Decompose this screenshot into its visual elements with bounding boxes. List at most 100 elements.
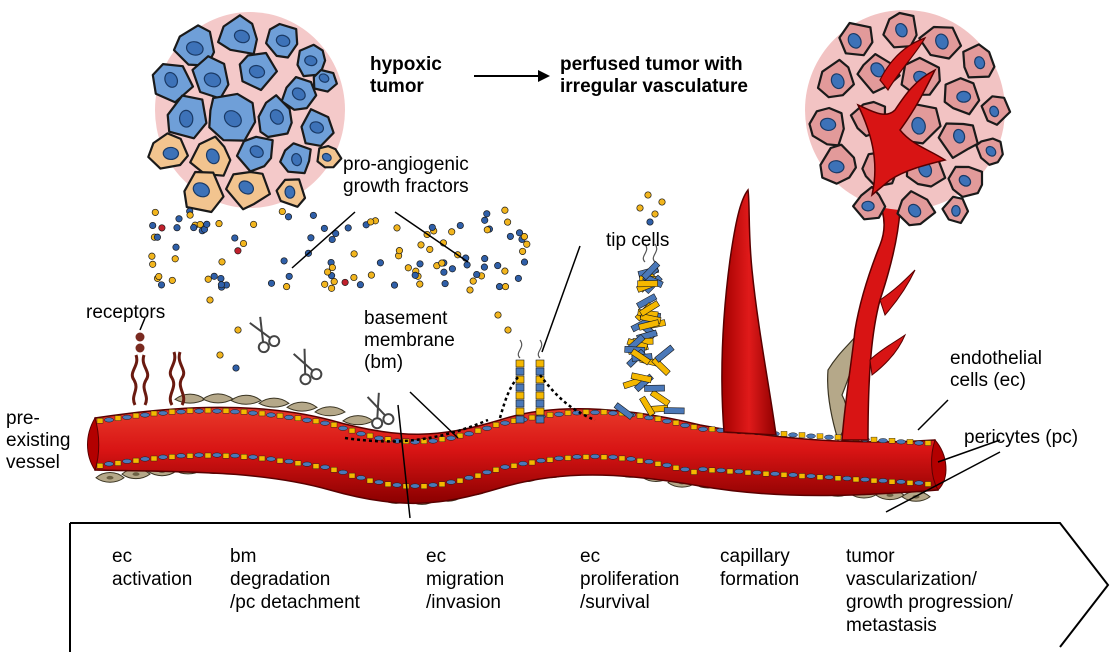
growth-factor-dot xyxy=(235,248,241,254)
stalk-cell xyxy=(536,408,544,415)
growth-factor-dot xyxy=(659,199,665,205)
stalk-cell xyxy=(516,384,524,391)
growth-factor-dot xyxy=(507,233,513,239)
growth-factor-dot xyxy=(240,240,246,246)
stalk-cell xyxy=(516,400,524,407)
endothelial-cell xyxy=(259,456,265,461)
growth-factor-dot xyxy=(449,229,455,235)
endothelial-cell xyxy=(339,470,348,474)
growth-factor-dot xyxy=(308,235,314,241)
growth-factor-dot xyxy=(368,219,374,225)
endothelial-cell xyxy=(213,409,222,413)
endothelial-cell xyxy=(565,410,571,415)
growth-factor-dot xyxy=(441,269,447,275)
tip-cells-label: tip cells xyxy=(606,230,669,252)
stalk-cell xyxy=(536,400,544,407)
growth-factor-dot xyxy=(345,225,351,231)
growth-factor-dot xyxy=(285,214,291,220)
endothelial-cell xyxy=(601,455,607,460)
endothelial-cell xyxy=(735,469,744,473)
pericyte-cell xyxy=(231,395,261,404)
endothelial-cell xyxy=(447,436,456,440)
growth-factor-dot xyxy=(197,221,203,227)
growth-factor-dot xyxy=(505,327,511,333)
endothelial-cell xyxy=(475,473,481,478)
endothelial-cell xyxy=(123,459,132,463)
growth-factor-dot xyxy=(482,255,488,261)
growth-factor-dot xyxy=(342,279,348,285)
endothelial-cell xyxy=(303,462,312,466)
perfused-tumor-title: perfused tumor with irregular vasculatur… xyxy=(560,54,748,98)
endothelial-cell xyxy=(133,458,139,463)
endothelial-cell xyxy=(799,474,805,479)
endothelial-cell xyxy=(259,411,265,416)
endothelial-cell xyxy=(627,457,636,461)
endothelial-cell xyxy=(223,408,229,413)
title-left-line-2: tumor xyxy=(370,76,442,98)
sprouting-tip-cells xyxy=(516,244,684,423)
stage-6-line-3: growth progression/ xyxy=(846,591,1013,614)
growth-factor-dot xyxy=(396,247,402,253)
endothelial-cell xyxy=(277,458,283,463)
endothelial-cell xyxy=(267,413,276,417)
endothelial-cell xyxy=(349,428,355,433)
stage-2-line-1: bm xyxy=(230,545,360,568)
growth-factor-dot xyxy=(218,275,224,281)
growth-factor-dot xyxy=(235,327,241,333)
endothelial-cell xyxy=(699,467,708,471)
endothelial-cell xyxy=(313,464,319,469)
growth-factor-dot xyxy=(322,281,328,287)
tip-filopodia xyxy=(538,340,541,358)
growth-factor-dot xyxy=(351,251,357,257)
growth-factor-dot xyxy=(310,212,316,218)
growth-factor-dot xyxy=(652,211,658,217)
growth-factor-dot xyxy=(217,352,223,358)
endothelial-cell xyxy=(799,433,805,438)
growth-factor-dot xyxy=(427,246,433,252)
endothelial-cell xyxy=(439,437,445,442)
endothelial-cell xyxy=(825,435,834,439)
growth-factor-dot xyxy=(502,283,508,289)
growth-factor-dot xyxy=(187,212,193,218)
growth-factor-dot xyxy=(283,283,289,289)
endothelial-cell xyxy=(529,460,535,465)
growth-factor-dot xyxy=(449,266,455,272)
stalk-cell xyxy=(516,392,524,399)
endothelial-cell xyxy=(177,454,186,458)
endothelial-cell xyxy=(357,432,366,436)
growth-factor-dot xyxy=(233,365,239,371)
endothelial-cell xyxy=(645,459,654,463)
growth-factor-dot xyxy=(218,282,224,288)
pericyte-cell xyxy=(259,398,289,407)
growth-factor-dot xyxy=(268,280,274,286)
growth-factor-dot xyxy=(519,248,525,254)
title-right-line-2: irregular vasculature xyxy=(560,76,748,98)
growth-factor-dot xyxy=(467,287,473,293)
stage-4-line-2: proliferation xyxy=(580,568,679,591)
endothelial-cell xyxy=(709,468,715,473)
growth-factor-dot xyxy=(211,273,217,279)
stage-bm-degradation: bm degradation /pc detachment xyxy=(230,545,360,614)
endothelial-cell xyxy=(691,470,697,475)
endothelial-cell xyxy=(609,455,618,459)
stage-5-line-2: formation xyxy=(720,568,799,591)
growth-factor-dot xyxy=(207,297,213,303)
stalk-cell xyxy=(536,392,544,399)
capillary-sprout xyxy=(722,190,776,435)
vessel-left-end xyxy=(88,418,99,470)
endothelial-cell xyxy=(493,422,499,427)
endothelial-cell xyxy=(195,409,204,413)
growth-factors-label: pro-angiogenic growth fractors xyxy=(343,154,469,198)
endothelial-cell xyxy=(223,453,229,458)
receptors-label: receptors xyxy=(86,302,165,324)
endothelial-cell xyxy=(141,413,150,417)
endothelial-cell xyxy=(537,458,546,462)
endothelial-cell xyxy=(187,408,193,413)
hypoxic-tumor-title: hypoxic tumor xyxy=(370,54,442,98)
stage-4-line-1: ec xyxy=(580,545,679,568)
endothelial-cell xyxy=(717,468,726,472)
proliferating-ec xyxy=(638,280,658,286)
endothelial-cell xyxy=(249,411,258,415)
stage-4-line-3: /survival xyxy=(580,591,679,614)
endothelial-cell xyxy=(753,470,762,474)
